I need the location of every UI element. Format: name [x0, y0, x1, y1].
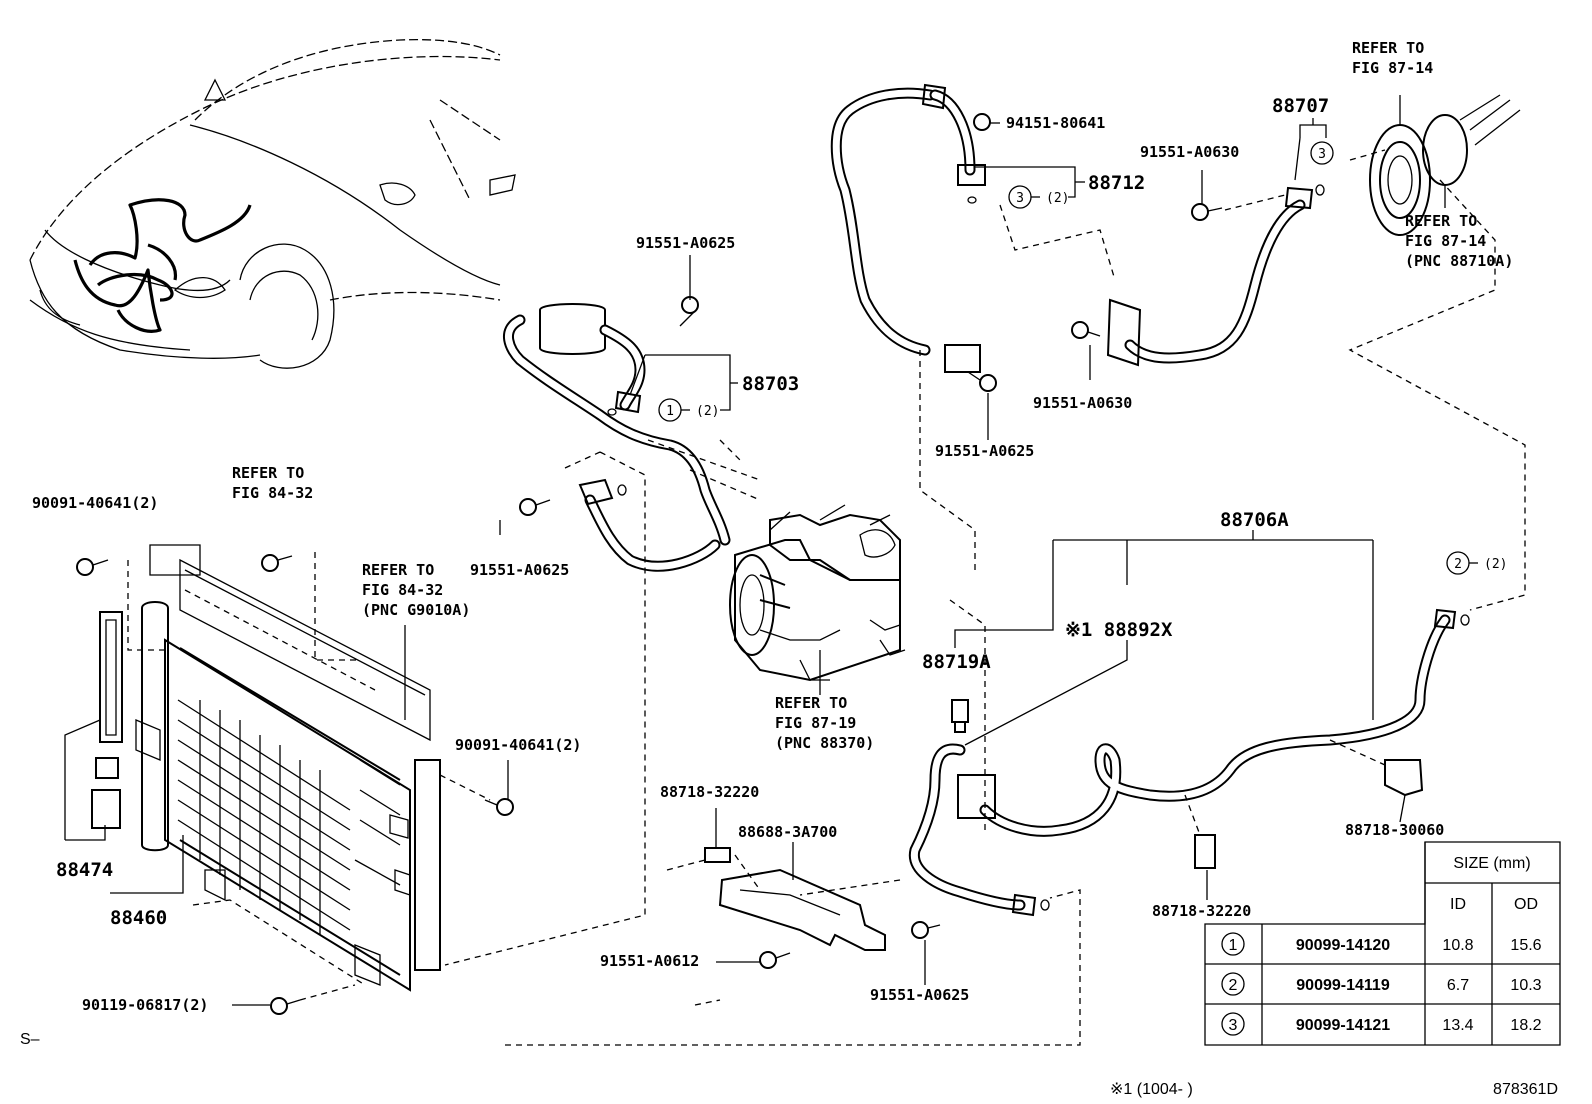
label-90119-06817: 90119-06817(2) [82, 996, 208, 1014]
condenser-fins [177, 699, 401, 935]
label-88474: 88474 [56, 859, 113, 881]
size-table-row: 3 90099-14121 13.4 18.2 [1221, 1012, 1542, 1036]
label-91551-a0625-a: 91551-A0625 [636, 234, 735, 252]
refer-to-labels: REFER TO FIG 84-32 REFER TO FIG 84-32 (P… [232, 39, 1513, 752]
size-table-col-od: OD [1514, 896, 1538, 913]
svg-text:REFER TO: REFER TO [232, 464, 304, 482]
label-88718-32220-b: 88718-32220 [1152, 902, 1251, 920]
bracket-88688-3A700 [718, 868, 886, 951]
callout-circle-3b: 3 [1310, 141, 1334, 165]
svg-text:18.2: 18.2 [1510, 1017, 1541, 1034]
clamp-88718-32220-a [704, 847, 731, 863]
size-table-col-id: ID [1450, 896, 1466, 913]
label-91551-a0625-d: 91551-A0625 [870, 986, 969, 1004]
svg-text:(PNC 88370): (PNC 88370) [775, 734, 874, 752]
svg-text:1: 1 [1229, 937, 1238, 954]
svg-text:(PNC G9010A): (PNC G9010A) [362, 601, 470, 619]
label-88719A: 88719A [922, 651, 991, 673]
svg-text:3: 3 [1318, 147, 1326, 162]
label-90091-40641-a: 90091-40641(2) [32, 494, 158, 512]
svg-text:3: 3 [1016, 191, 1024, 206]
svg-text:FIG 87-19: FIG 87-19 [775, 714, 856, 732]
svg-text:REFER TO: REFER TO [362, 561, 434, 579]
svg-text:FIG 84-32: FIG 84-32 [232, 484, 313, 502]
label-88707: 88707 [1272, 95, 1329, 117]
callout-circle-1: 1 (2) [658, 398, 719, 422]
footnote: ※1 (1004- ) [1110, 1081, 1193, 1098]
label-91551-a0625-c: 91551-A0625 [935, 442, 1034, 460]
svg-text:6.7: 6.7 [1447, 977, 1469, 994]
callout-circle-3a: 3 (2) [1008, 185, 1069, 209]
suction-hose-88703 [503, 303, 731, 546]
svg-text:10.8: 10.8 [1442, 937, 1473, 954]
label-94151-80641: 94151-80641 [1006, 114, 1105, 132]
svg-text:(PNC 88710A): (PNC 88710A) [1405, 252, 1513, 270]
label-88718-32220-a: 88718-32220 [660, 783, 759, 801]
clamp-88718-30060 [1384, 759, 1424, 797]
assembly-dashed-lines [127, 149, 1526, 1046]
svg-text:2: 2 [1454, 557, 1462, 572]
pipe-88706A [908, 608, 1470, 917]
svg-text:15.6: 15.6 [1510, 937, 1541, 954]
svg-text:1: 1 [666, 404, 674, 419]
label-88718-30060: 88718-30060 [1345, 821, 1444, 839]
label-91551-a0612: 91551-A0612 [600, 952, 699, 970]
diagram-code: 878361D [1493, 1081, 1558, 1098]
leader-lines [64, 95, 1446, 1006]
svg-text:(2): (2) [1484, 557, 1507, 572]
part-labels: 91551-A0625 88703 91551-A0625 94151-8064… [32, 95, 1444, 1014]
clamp-88718-32220-b [1194, 834, 1216, 869]
size-table-row: 1 90099-14120 10.8 15.6 [1221, 932, 1542, 956]
svg-text:REFER TO: REFER TO [1352, 39, 1424, 57]
discharge-hose [578, 478, 721, 572]
label-88706A: 88706A [1220, 509, 1289, 531]
condenser-88460 [91, 544, 441, 992]
compressor-illustration [729, 504, 906, 682]
callout-circle-2: 2 (2) [1446, 551, 1507, 575]
size-table-row: 2 90099-14119 6.7 10.3 [1221, 972, 1542, 996]
svg-text:2: 2 [1229, 977, 1238, 994]
svg-text:90099-14121: 90099-14121 [1296, 1017, 1390, 1034]
svg-text:FIG 87-14: FIG 87-14 [1352, 59, 1433, 77]
corner-mark: S– [20, 1031, 40, 1048]
svg-text:FIG 84-32: FIG 84-32 [362, 581, 443, 599]
liquid-pipe-88707 [1106, 184, 1325, 367]
label-88688-3a700: 88688-3A700 [738, 823, 837, 841]
label-88703: 88703 [742, 373, 799, 395]
size-table-title: SIZE (mm) [1453, 855, 1530, 872]
bolt-icons [76, 113, 1223, 1015]
svg-text:13.4: 13.4 [1442, 1017, 1473, 1034]
svg-text:(2): (2) [696, 404, 719, 419]
label-91551-a0630-top: 91551-A0630 [1140, 143, 1239, 161]
svg-text:REFER TO: REFER TO [1405, 212, 1477, 230]
svg-text:FIG 87-14: FIG 87-14 [1405, 232, 1486, 250]
svg-text:90099-14120: 90099-14120 [1296, 937, 1390, 954]
svg-text:10.3: 10.3 [1510, 977, 1541, 994]
label-91551-a0630-mid: 91551-A0630 [1033, 394, 1132, 412]
label-88892X: ※1 88892X [1065, 619, 1173, 641]
label-88712: 88712 [1088, 172, 1145, 194]
svg-text:90099-14119: 90099-14119 [1296, 977, 1390, 994]
label-90091-40641-b: 90091-40641(2) [455, 736, 581, 754]
label-91551-a0625-b: 91551-A0625 [470, 561, 569, 579]
svg-text:3: 3 [1229, 1017, 1238, 1034]
svg-text:REFER TO: REFER TO [775, 694, 847, 712]
size-table: SIZE (mm) ID OD 1 90099-14120 10.8 15.6 … [1204, 841, 1561, 1046]
svg-text:(2): (2) [1046, 191, 1069, 206]
vehicle-illustration [29, 39, 516, 369]
pressure-switch-88719A [951, 699, 969, 733]
label-88460: 88460 [110, 907, 167, 929]
pipe-88712 [830, 83, 986, 373]
